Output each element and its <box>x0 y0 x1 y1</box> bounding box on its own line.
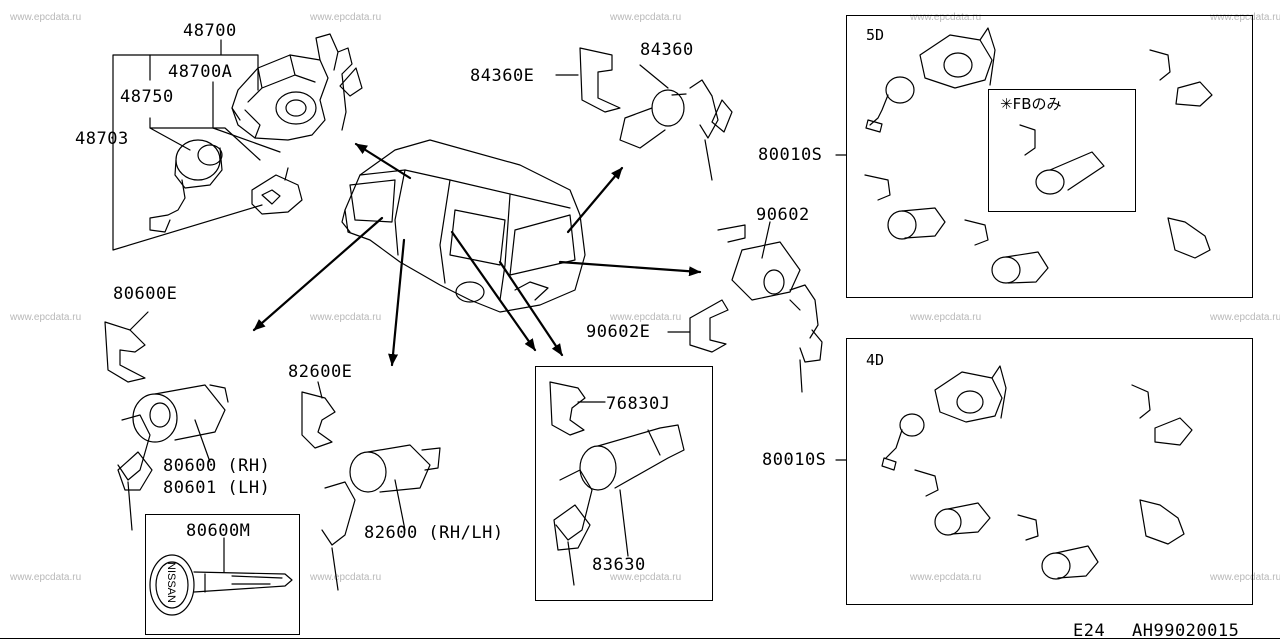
five-door-set-parts-icon <box>835 27 1213 284</box>
watermark-text: www.epcdata.ru <box>910 12 982 23</box>
leader-84360 <box>639 64 669 89</box>
label-48750: 48750 <box>120 87 174 107</box>
label-80600M: 80600M <box>186 521 251 541</box>
rear-door-lock-82600-icon <box>301 381 441 591</box>
watermark-text: www.epcdata.ru <box>310 12 382 23</box>
leader-48700 <box>149 39 259 91</box>
fb-only-cylinder-icon <box>1019 124 1105 195</box>
fb-only-tag: ✳FBのみ <box>1000 95 1062 113</box>
watermark-text: www.epcdata.ru <box>910 572 982 583</box>
ignition-switch-assembly-icon <box>231 33 363 141</box>
watermark-text: www.epcdata.ru <box>10 12 82 23</box>
arrow-to-ignition <box>354 142 412 180</box>
label-48700A: 48700A <box>168 62 233 82</box>
watermark-text: www.epcdata.ru <box>1210 572 1280 583</box>
label-80600-rh: 80600 (RH) <box>163 456 271 476</box>
watermark-text: www.epcdata.ru <box>10 312 82 323</box>
arrow-to-front-door-lock <box>252 216 384 332</box>
key-blank-frame <box>145 514 300 635</box>
label-82600E: 82600E <box>288 362 353 382</box>
label-76830J: 76830J <box>606 394 671 414</box>
key-blank-80600M-icon <box>149 537 293 616</box>
label-90602: 90602 <box>756 205 810 225</box>
leader-48750 <box>112 54 263 251</box>
ignition-cylinder-48750-icon <box>149 139 223 233</box>
four-door-set-parts-icon <box>835 365 1193 580</box>
vehicle-body-icon <box>341 139 586 313</box>
leader-48700A <box>212 81 281 153</box>
label-80600E: 80600E <box>113 284 178 304</box>
ignition-switch-48703-icon <box>251 167 303 215</box>
watermark-text: www.epcdata.ru <box>1210 312 1280 323</box>
back-door-lock-83630-icon <box>549 381 685 586</box>
watermark-text: www.epcdata.ru <box>310 572 382 583</box>
leader-80600E <box>129 311 149 331</box>
arrow-to-rear-hatch-lock <box>558 260 702 277</box>
label-80010S-5d: 80010S <box>758 145 823 165</box>
five-door-set-frame <box>846 15 1253 298</box>
label-83630: 83630 <box>592 555 646 575</box>
key-brand-text: NISSAN <box>165 562 177 603</box>
arrow-to-back-door-lock-b <box>498 260 564 357</box>
glove-box-lock-84360-icon <box>555 47 733 181</box>
leader-82600E <box>317 381 323 399</box>
arrow-to-rear-door-lock <box>388 238 406 367</box>
watermark-text: www.epcdata.ru <box>310 312 382 323</box>
four-door-tag: 4D <box>866 351 885 369</box>
label-82600-rh-lh: 82600 (RH/LH) <box>364 523 504 543</box>
five-door-tag: 5D <box>866 26 885 44</box>
label-84360E: 84360E <box>470 66 535 86</box>
leader-82600RHLH <box>394 479 406 531</box>
label-90602E: 90602E <box>586 322 651 342</box>
footer-page-number: E24 <box>1073 621 1106 641</box>
rear-hatch-lock-90602-icon <box>667 221 823 393</box>
watermark-text: www.epcdata.ru <box>610 572 682 583</box>
arrow-to-glove-lock <box>566 166 624 234</box>
back-door-set-frame <box>535 366 713 601</box>
leader-83630 <box>619 489 629 557</box>
watermark-text: www.epcdata.ru <box>610 312 682 323</box>
label-80010S-4d: 80010S <box>762 450 827 470</box>
label-48703: 48703 <box>75 129 129 149</box>
label-84360: 84360 <box>640 40 694 60</box>
four-door-set-frame <box>846 338 1253 605</box>
footer-diagram-code: AH99020015 <box>1132 621 1240 641</box>
label-48700: 48700 <box>183 21 237 41</box>
arrow-to-back-door-lock-a <box>450 230 537 352</box>
label-80601-lh: 80601 (LH) <box>163 478 271 498</box>
watermark-text: www.epcdata.ru <box>610 12 682 23</box>
watermark-text: www.epcdata.ru <box>10 572 82 583</box>
leader-80600RH <box>194 419 211 463</box>
footer-rule <box>0 638 1280 639</box>
leader-48703 <box>149 117 261 161</box>
watermark-text: www.epcdata.ru <box>1210 12 1280 23</box>
fb-only-frame <box>988 89 1136 212</box>
watermark-text: www.epcdata.ru <box>910 312 982 323</box>
leader-90602 <box>761 221 771 259</box>
front-door-lock-80600-icon <box>104 311 229 531</box>
